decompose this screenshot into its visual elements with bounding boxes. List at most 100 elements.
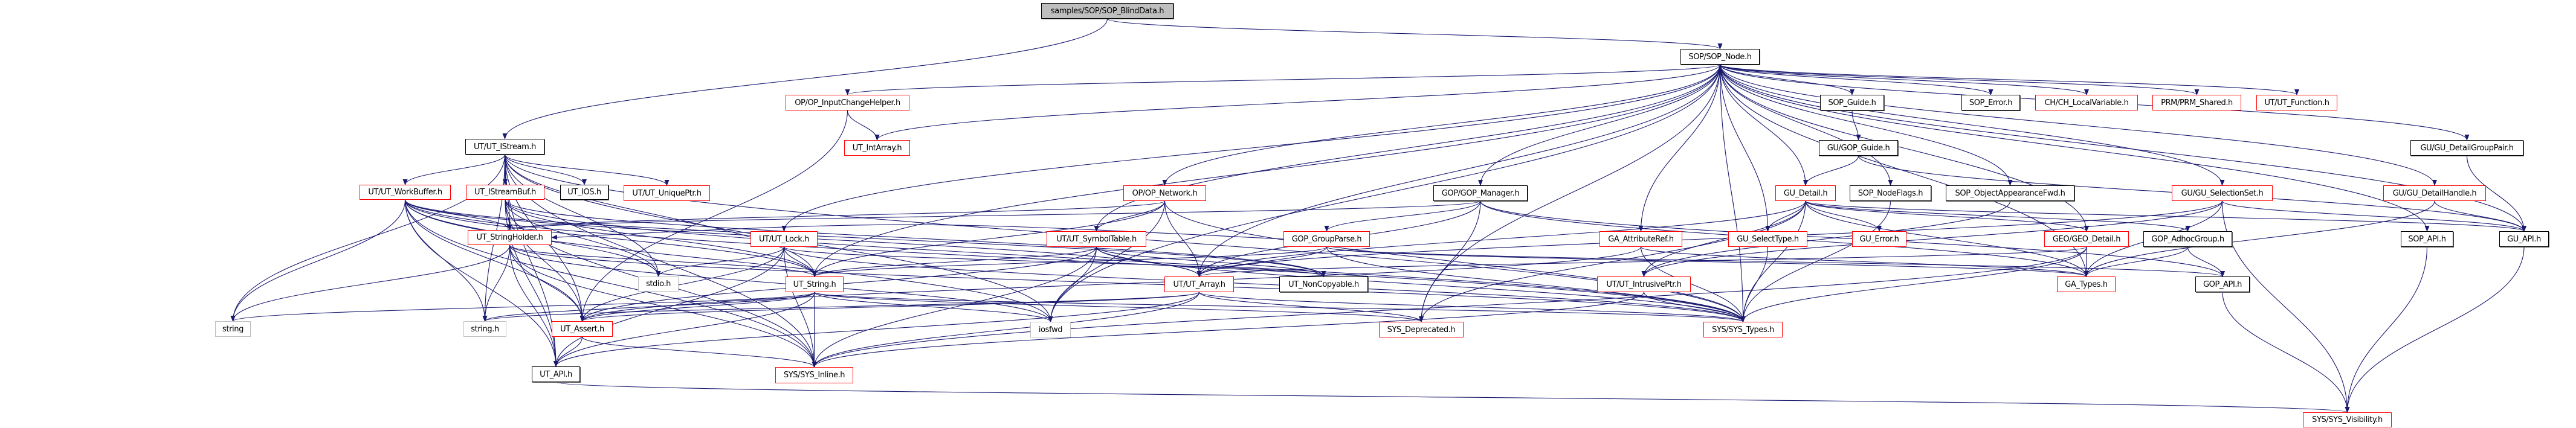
graph-node-ga-attrref[interactable]: GA_AttributeRef.h: [1600, 231, 1682, 247]
edge-ut-workbuffer-to-sys-inline: [404, 199, 817, 368]
graph-node-sop-node[interactable]: SOP/SOP_Node.h: [1680, 49, 1760, 65]
graph-node-ut-function[interactable]: UT/UT_Function.h: [2256, 95, 2337, 110]
edge-gop-manager-to-gop-groupparse: [1324, 200, 1481, 232]
graph-node-ut-istreambuf[interactable]: UT_IStreamBuf.h: [466, 185, 544, 200]
edge-ut-string-to-ut-api: [554, 292, 815, 367]
graph-node-ut-uniqueptr[interactable]: UT/UT_UniquePtr.h: [624, 185, 710, 201]
graph-node-prm-shared[interactable]: PRM/PRM_Shared.h: [2152, 95, 2241, 110]
graph-node-sop-error[interactable]: SOP_Error.h: [1961, 95, 2020, 110]
graph-node-sys-inline[interactable]: SYS/SYS_Inline.h: [775, 367, 853, 383]
edge-ut-istream-to-ut-workbuffer: [402, 154, 506, 185]
edge-gop-groupparse-to-ut-array: [1196, 246, 1328, 277]
graph-node-sop-oaf[interactable]: SOP_ObjectAppearanceFwd.h: [1946, 185, 2074, 201]
edge-sop-node-to-ut-symtab: [1094, 64, 1721, 232]
graph-node-gop-adhoc[interactable]: GOP_AdhocGroup.h: [2143, 231, 2232, 247]
edge-sop-node-to-geo-detail: [1719, 64, 2089, 232]
graph-node-gop-guide[interactable]: GU/GOP_Guide.h: [1819, 140, 1898, 156]
graph-node-ut-stringholder[interactable]: UT_StringHolder.h: [468, 230, 552, 245]
edge-gu-selset-to-gu-api: [2221, 200, 2526, 232]
graph-node-gu-selset[interactable]: GU/GU_SelectionSet.h: [2172, 185, 2273, 201]
graph-node-gop-manager[interactable]: GOP/GOP_Manager.h: [1433, 185, 1528, 201]
edge-gu-selset-to-ut-array: [1196, 200, 2223, 277]
edge-ut-lock-to-ut-noncopy: [783, 246, 1326, 277]
edge-op-network-to-ut-stringholder: [507, 200, 1166, 231]
edge-gop-groupparse-to-gop-api: [1326, 246, 2225, 277]
graph-node-gu-error[interactable]: GU_Error.h: [1852, 231, 1906, 247]
graph-node-string-h[interactable]: string.h: [463, 321, 506, 337]
edge-ut-stringholder-to-string: [230, 244, 511, 322]
edge-ut-intrusive-to-sys-inline: [812, 292, 1645, 368]
graph-node-sop-api[interactable]: SOP_API.h: [2401, 231, 2453, 247]
edge-sop-node-to-gop-manager: [1478, 64, 1721, 186]
edge-ut-istreambuf-to-ut-assert: [505, 199, 585, 322]
edge-op-network-to-ut-array: [1164, 200, 1202, 277]
edge-ut-workbuffer-to-ut-api: [404, 199, 558, 367]
graph-node-gu-api[interactable]: GU_API.h: [2499, 231, 2549, 247]
graph-node-geo-detail[interactable]: GEO/GEO_Detail.h: [2044, 231, 2129, 247]
edge-op-network-to-ut-symtab: [1094, 200, 1166, 232]
edge-sop-node-to-ut-function: [1719, 64, 2299, 95]
graph-node-ut-ios[interactable]: UT_IOS.h: [560, 185, 608, 200]
graph-node-gu-dgp[interactable]: GU/GU_DetailGroupPair.h: [2410, 140, 2523, 156]
edge-ut-lock-to-ut-assert: [579, 246, 785, 322]
graph-node-ut-string[interactable]: UT_String.h: [786, 276, 844, 292]
graph-node-sys-deprecated[interactable]: SYS_Deprecated.h: [1379, 322, 1464, 337]
graph-node-ut-workbuffer[interactable]: UT/UT_WorkBuffer.h: [360, 185, 451, 200]
edge-ut-stringholder-to-ut-assert: [509, 244, 585, 322]
graph-node-ut-symtab[interactable]: UT/UT_SymbolTable.h: [1047, 231, 1146, 247]
edge-gop-groupparse-to-sys-types: [1326, 246, 1746, 322]
edge-sop-node-to-ch-lv: [1719, 64, 2089, 95]
graph-node-sop-nodeflags[interactable]: SOP_NodeFlags.h: [1850, 185, 1931, 201]
graph-node-iosfwd[interactable]: iosfwd: [1030, 322, 1071, 337]
edge-ut-symtab-to-ut-string: [812, 246, 1097, 277]
edge-sop-node-to-ga-attrref: [1638, 64, 1721, 232]
graph-node-ut-assert[interactable]: UT_Assert.h: [552, 321, 613, 337]
graph-node-ut-intarray[interactable]: UT_IntArray.h: [844, 140, 910, 156]
edge-ut-symtab-to-sys-inline: [812, 246, 1097, 368]
edge-ut-workbuffer-to-ut-assert: [404, 199, 585, 322]
graph-node-ut-istream[interactable]: UT/UT_IStream.h: [465, 139, 544, 155]
graph-node-string[interactable]: string: [215, 321, 251, 337]
edge-ut-workbuffer-to-sys-types: [404, 199, 1746, 322]
graph-node-gu-detail[interactable]: GU_Detail.h: [1775, 185, 1836, 201]
edge-sop-node-to-prm-shared: [1719, 64, 2200, 95]
graph-node-ut-array[interactable]: UT/UT_Array.h: [1164, 276, 1234, 292]
edge-ut-assert-to-sys-inline: [581, 336, 817, 368]
graph-node-root[interactable]: samples/SOP/SOP_BlindData.h: [1041, 3, 1173, 19]
edge-ut-istream-to-ut-uniqueptr: [504, 154, 670, 186]
edge-ut-lock-to-stdio: [656, 246, 785, 277]
graph-node-gu-seltype[interactable]: GU_SelectType.h: [1728, 231, 1807, 247]
graph-node-sop-guide[interactable]: SOP_Guide.h: [1820, 95, 1884, 110]
graph-node-sys-visibility[interactable]: SYS/SYS_Visibility.h: [2303, 412, 2392, 427]
edge-gu-detail-to-ut-intrusive: [1641, 200, 1806, 277]
graph-node-op-ich[interactable]: OP/OP_InputChangeHelper.h: [786, 95, 909, 110]
edge-ut-symtab-to-iosfwd: [1048, 246, 1097, 322]
edge-ut-workbuffer-to-ut-string: [404, 199, 817, 277]
graph-node-ut-intrusive[interactable]: UT/UT_IntrusivePtr.h: [1597, 276, 1691, 292]
graph-node-ut-noncopy[interactable]: UT_NonCopyable.h: [1279, 276, 1368, 292]
edge-ut-string-to-iosfwd: [814, 292, 1053, 322]
graph-node-ut-lock[interactable]: UT/UT_Lock.h: [751, 231, 818, 247]
edge-ut-stringholder-to-ut-string: [509, 244, 817, 277]
edge-ut-symtab-to-ut-noncopy: [1096, 246, 1326, 277]
edge-gu-detail-to-sys-deprecated: [1419, 200, 1806, 322]
edge-ut-istream-to-ut-ios: [504, 154, 587, 185]
edge-gu-detail-to-gu-api: [1805, 200, 2526, 232]
edge-sop-node-to-sop-nodeflags: [1719, 64, 1893, 186]
graph-node-ch-lv[interactable]: CH/CH_LocalVariable.h: [2035, 95, 2138, 110]
edge-ga-attrref-to-ut-assert: [579, 246, 1642, 322]
graph-node-ut-api[interactable]: UT_API.h: [532, 366, 580, 382]
edge-ut-array-to-sys-deprecated: [1198, 292, 1424, 322]
edge-ut-array-to-ut-assert: [579, 292, 1200, 322]
graph-node-stdio[interactable]: stdio.h: [638, 276, 679, 292]
edge-op-ich-to-ut-assert: [579, 110, 848, 322]
graph-node-sys-types[interactable]: SYS/SYS_Types.h: [1703, 322, 1783, 337]
edge-sop-node-to-sop-oaf: [1719, 64, 2013, 186]
edge-ut-istreambuf-to-ut-noncopy: [505, 199, 1326, 277]
graph-node-op-network[interactable]: OP/OP_Network.h: [1123, 185, 1206, 201]
graph-node-gu-dhandle[interactable]: GU/GU_DetailHandle.h: [2383, 185, 2486, 201]
graph-node-ga-types[interactable]: GA_Types.h: [2057, 276, 2116, 292]
graph-node-gop-api[interactable]: GOP_API.h: [2195, 276, 2250, 292]
graph-node-gop-groupparse[interactable]: GOP_GroupParse.h: [1283, 231, 1370, 247]
edge-ut-array-to-string-h: [482, 292, 1200, 322]
